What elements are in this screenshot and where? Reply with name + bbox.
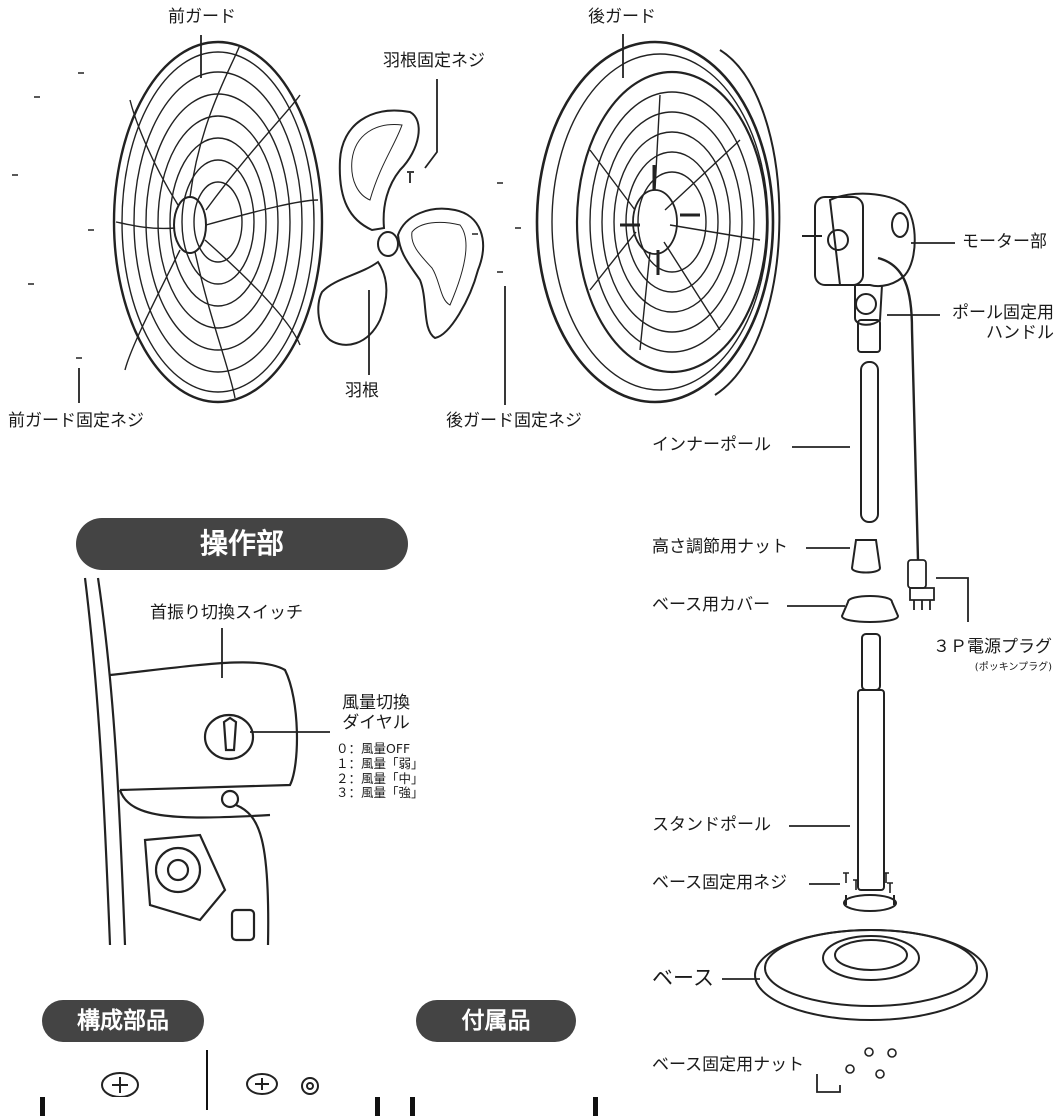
part-screw-nut-2 xyxy=(246,1073,319,1095)
label-base: ベース xyxy=(652,966,714,990)
label-dial-line1: 風量切換 xyxy=(342,693,410,713)
base-screws-illustration xyxy=(843,872,893,893)
label-base-nut: ベース固定用ナット xyxy=(652,1055,805,1075)
label-dial: 風量切換 ダイヤル xyxy=(338,693,414,733)
blade-illustration xyxy=(317,109,485,346)
label-blade: 羽根 xyxy=(345,381,379,401)
control-panel-title: 操作部 xyxy=(76,518,408,570)
base-cover-illustration xyxy=(840,595,900,623)
label-dial-line2: ダイヤル xyxy=(342,712,410,733)
stand-pole-illustration xyxy=(843,633,897,912)
label-front-guard-screw: 前ガード固定ネジ xyxy=(8,411,144,431)
label-front-guard: 前ガード xyxy=(168,7,236,27)
leader-lines xyxy=(78,34,969,1093)
base-illustration xyxy=(754,929,988,1021)
motor-illustration xyxy=(802,192,916,353)
inner-pole-illustration xyxy=(860,361,879,523)
base-nuts-illustration xyxy=(845,1047,897,1079)
label-inner-pole: インナーポール xyxy=(652,435,771,455)
label-plug: ３Ｐ電源プラグ xyxy=(933,637,1052,657)
label-base-screw: ベース固定用ネジ xyxy=(652,873,788,893)
fan-speed-modes: ０：風量OFF １：風量「弱」 ２：風量「中」 ３：風量「強」 xyxy=(336,741,424,801)
label-swing-switch: 首振り切換スイッチ xyxy=(150,603,303,623)
front-guard-illustration xyxy=(112,40,324,404)
power-cord xyxy=(877,256,920,561)
components-title: 構成部品 xyxy=(42,1000,204,1042)
label-height-nut: 高さ調節用ナット xyxy=(652,537,788,557)
part-screw-1 xyxy=(101,1072,139,1097)
plug-illustration xyxy=(907,559,935,610)
label-motor: モーター部 xyxy=(962,232,1047,252)
label-stand-pole: スタンドポール xyxy=(652,815,771,835)
front-guard-screws xyxy=(12,72,94,359)
blade-screw-illustration xyxy=(407,171,414,183)
mode-1: １：風量「弱」 xyxy=(336,755,424,771)
mode-3: ３：風量「強」 xyxy=(336,785,424,801)
label-pole-handle: ポール固定用 ハンドル xyxy=(944,303,1054,343)
label-rear-guard-screw: 後ガード固定ネジ xyxy=(446,411,582,431)
label-pole-handle-line1: ポール固定用 xyxy=(952,303,1054,323)
label-rear-guard: 後ガード xyxy=(588,7,656,27)
label-pole-handle-line2: ハンドル xyxy=(986,322,1054,343)
control-closeup-illustration xyxy=(83,577,299,946)
height-nut-illustration xyxy=(850,539,882,574)
label-plug-note: (ポッキンプラグ) xyxy=(974,662,1052,673)
rear-guard-screws xyxy=(472,182,521,273)
accessories-title: 付属品 xyxy=(416,1000,576,1042)
mode-0: ０：風量OFF xyxy=(336,741,411,756)
label-blade-screw: 羽根固定ネジ xyxy=(383,51,485,71)
components-divider xyxy=(206,1050,208,1110)
rear-guard-illustration xyxy=(535,40,781,404)
label-base-cover: ベース用カバー xyxy=(652,595,771,615)
mode-2: ２：風量「中」 xyxy=(336,770,424,786)
